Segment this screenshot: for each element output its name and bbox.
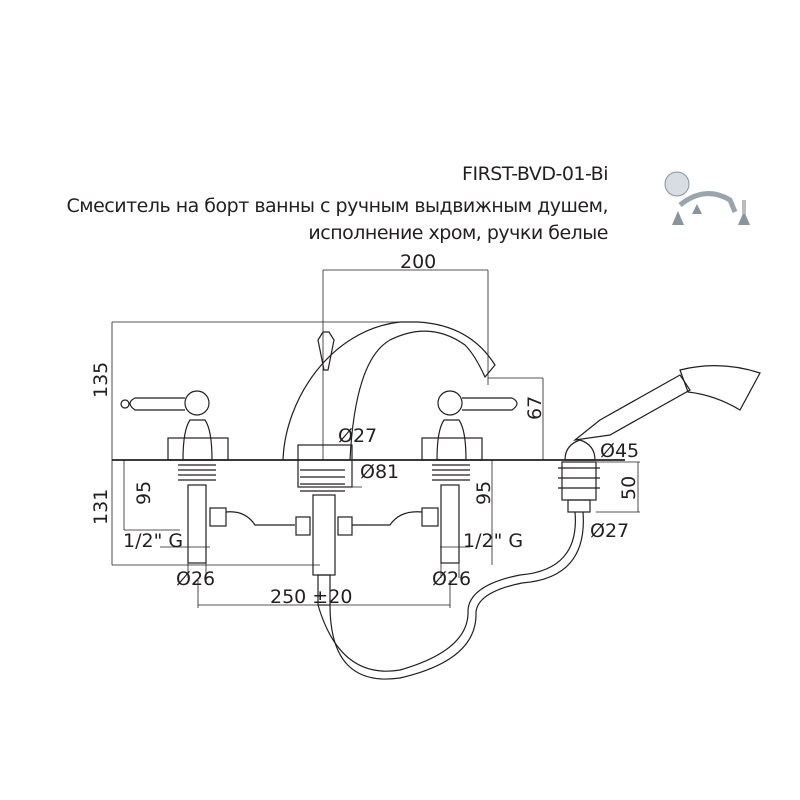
left-valve — [120, 390, 229, 564]
label-shower-shank-diameter: Ø27 — [590, 520, 629, 542]
spout — [282, 321, 496, 488]
label-thread-left: 1/2" G — [123, 530, 183, 552]
description-line-1: Смеситель на борт ванны с ручным выдвижн… — [66, 195, 608, 217]
label-50: 50 — [618, 476, 640, 500]
label-135: 135 — [90, 362, 112, 398]
hand-shower — [317, 365, 761, 680]
label-spout-diameter: Ø27 — [338, 425, 377, 447]
center-body — [225, 469, 423, 606]
dimension-height — [111, 321, 418, 566]
label-thread-right: 1/2" G — [463, 530, 523, 552]
label-diameter-left: Ø26 — [176, 568, 215, 590]
label-shower-base-diameter: Ø45 — [600, 440, 639, 462]
label-base-diameter: Ø81 — [360, 461, 399, 483]
label-95-right: 95 — [473, 481, 495, 505]
label-diameter-right: Ø26 — [432, 568, 471, 590]
product-thumbnail — [664, 171, 750, 225]
right-valve — [421, 390, 518, 564]
label-200: 200 — [400, 251, 436, 273]
label-131: 131 — [90, 489, 112, 525]
label-spacing: 250 ±20 — [270, 586, 352, 608]
description-line-2: исполнение хром, ручки белые — [308, 222, 608, 244]
label-95-left: 95 — [133, 481, 155, 505]
label-67: 67 — [524, 396, 546, 420]
model-code: FIRST-BVD-01-Bi — [462, 163, 608, 185]
